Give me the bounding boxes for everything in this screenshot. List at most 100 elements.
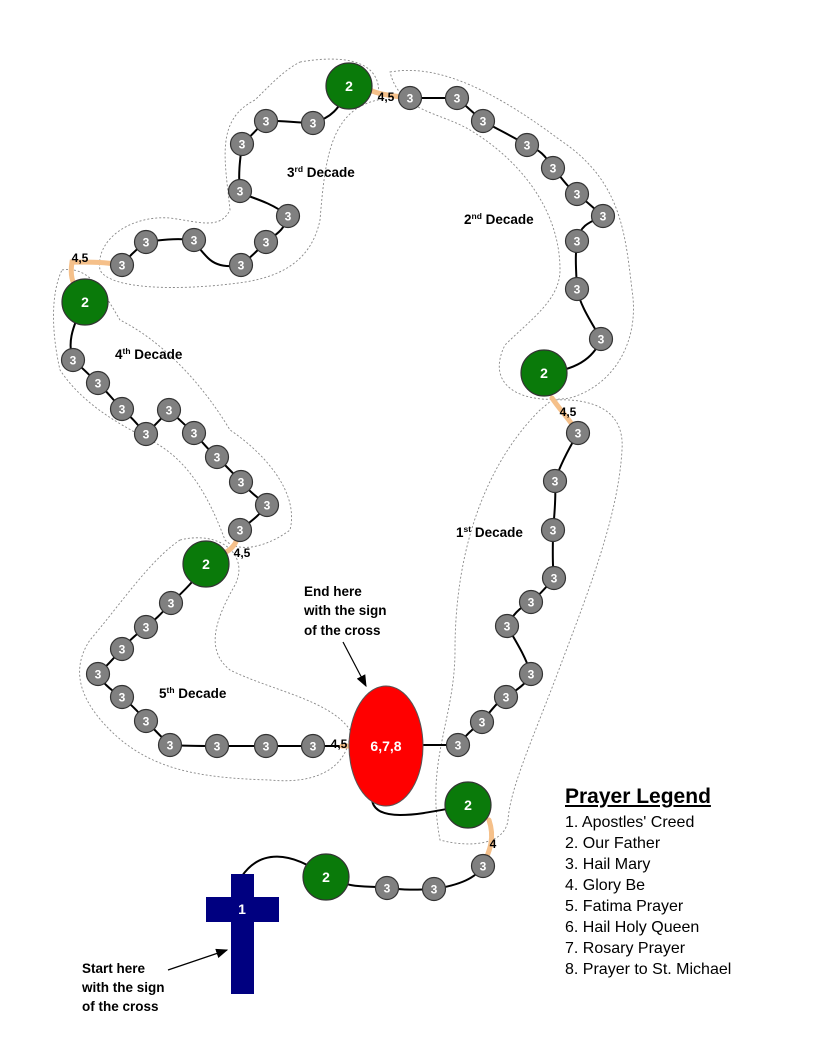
hail-mary-bead: 3: [85, 661, 111, 687]
hail-mary-bead-shape: [254, 492, 280, 518]
legend-item: 8. Prayer to St. Michael: [565, 961, 732, 978]
hail-mary-bead: 3: [541, 565, 567, 591]
legend-title: Prayer Legend: [565, 785, 711, 808]
hail-mary-bead-label: 3: [552, 474, 559, 488]
hail-mary-bead: 3: [109, 684, 135, 710]
legend-list: 1. Apostles' Creed 2. Our Father 3. Hail…: [565, 812, 805, 980]
start-note-line-1: Start here: [82, 961, 146, 976]
hail-mary-bead-shape: [60, 347, 86, 373]
legend-item: 3. Hail Mary: [565, 856, 651, 873]
end-note-arrow: [342, 641, 367, 688]
prayer-legend: Prayer Legend 1. Apostles' Creed 2. Our …: [565, 784, 805, 980]
our-father-bead-shape: [520, 349, 568, 397]
hail-mary-bead: 3: [204, 444, 230, 470]
hail-mary-bead-shape: [542, 468, 568, 494]
hail-mary-bead: 3: [181, 420, 207, 446]
hail-mary-bead: 3: [518, 589, 544, 615]
decade-2-outline: [389, 69, 634, 400]
hail-mary-bead-shape: [541, 565, 567, 591]
hail-mary-bead-shape: [469, 709, 495, 735]
decade-1-outline: [435, 399, 623, 845]
hail-mary-bead-shape: [253, 229, 279, 255]
hail-mary-bead-label: 3: [285, 209, 292, 223]
hail-mary-bead-label: 3: [407, 91, 414, 105]
connector-label-pendant: 4: [490, 837, 497, 851]
hail-mary-bead: 3: [133, 708, 159, 734]
decade-label-1: 1st Decade: [456, 524, 523, 540]
hail-mary-bead: 3: [540, 155, 566, 181]
hail-mary-bead: 3: [158, 590, 184, 616]
hail-mary-bead-shape: [253, 108, 279, 134]
hail-mary-bead-shape: [470, 108, 496, 134]
hail-mary-bead-label: 3: [263, 739, 270, 753]
hail-mary-bead-label: 3: [166, 403, 173, 417]
hail-mary-bead-shape: [133, 708, 159, 734]
hail-mary-bead-shape: [109, 684, 135, 710]
decade-4-outline: [53, 269, 292, 548]
hail-mary-bead: 3: [374, 875, 400, 901]
hail-mary-bead: 3: [564, 181, 590, 207]
hail-mary-bead-label: 3: [70, 353, 77, 367]
start-note-arrow: [167, 948, 229, 971]
hail-mary-bead: 3: [514, 132, 540, 158]
hail-mary-bead-label: 3: [95, 667, 102, 681]
connector-label-decade-1: 4,5: [560, 405, 577, 419]
end-note: End here with the sign of the cross: [303, 584, 387, 688]
hail-mary-bead-shape: [157, 732, 183, 758]
hail-mary-bead: 3: [229, 131, 255, 157]
hail-mary-bead-label: 3: [454, 91, 461, 105]
hail-mary-bead: 3: [181, 227, 207, 253]
hail-mary-bead-shape: [109, 396, 135, 422]
decade-5-outline: [79, 537, 351, 782]
hail-mary-bead-label: 3: [524, 138, 531, 152]
hail-mary-bead-shape: [565, 420, 591, 446]
our-father-bead: 2: [182, 540, 230, 588]
hail-mary-bead-label: 3: [480, 114, 487, 128]
hail-mary-bead-shape: [181, 420, 207, 446]
our-father-bead-label: 2: [322, 869, 330, 885]
our-father-bead-label: 2: [202, 556, 210, 572]
hail-mary-bead-label: 3: [431, 882, 438, 896]
decade-labels: 1st Decade 2nd Decade 3rd Decade 4th Dec…: [115, 164, 534, 701]
hail-mary-bead-shape: [540, 155, 566, 181]
hail-mary-bead: 3: [109, 252, 135, 278]
hail-mary-bead-shape: [85, 370, 111, 396]
hail-mary-bead-label: 3: [119, 690, 126, 704]
end-note-line-2: with the sign: [303, 603, 387, 618]
hail-mary-bead-label: 3: [167, 738, 174, 752]
hail-mary-bead-label: 3: [214, 739, 221, 753]
hail-mary-bead-label: 3: [574, 234, 581, 248]
hail-mary-bead-shape: [590, 203, 616, 229]
hail-mary-bead-shape: [494, 613, 520, 639]
center-medal-label: 6,7,8: [370, 738, 401, 754]
our-father-bead-label: 2: [345, 78, 353, 94]
hail-mary-bead-label: 3: [528, 667, 535, 681]
our-father-bead: 2: [302, 853, 350, 901]
hail-mary-bead-shape: [253, 733, 279, 759]
hail-mary-bead: 3: [109, 636, 135, 662]
hail-mary-bead-label: 3: [238, 475, 245, 489]
hail-mary-bead: 3: [564, 276, 590, 302]
crucifix: 1: [206, 874, 279, 994]
hail-mary-bead-label: 3: [143, 427, 150, 441]
decade-label-5: 5th Decade: [159, 685, 227, 701]
hail-mary-bead-shape: [85, 661, 111, 687]
hail-mary-bead-shape: [156, 397, 182, 423]
our-father-bead-shape: [302, 853, 350, 901]
connector-label-decade-5: 4,5: [331, 737, 348, 751]
connector-label-decade-4: 4,5: [234, 546, 251, 560]
hail-mary-bead: 3: [470, 853, 496, 879]
hail-mary-bead: 3: [157, 732, 183, 758]
hail-mary-bead: 3: [228, 252, 254, 278]
hail-mary-bead-shape: [133, 421, 159, 447]
connector-label-decade-3: 4,5: [72, 251, 89, 265]
our-father-bead-shape: [61, 278, 109, 326]
hail-mary-bead-shape: [493, 684, 519, 710]
end-note-line-3: of the cross: [304, 623, 381, 638]
hail-mary-bead-label: 3: [528, 595, 535, 609]
hail-mary-bead-label: 3: [143, 620, 150, 634]
hail-mary-bead-shape: [204, 733, 230, 759]
hail-mary-bead: 3: [253, 229, 279, 255]
our-father-bead-label: 2: [540, 365, 548, 381]
